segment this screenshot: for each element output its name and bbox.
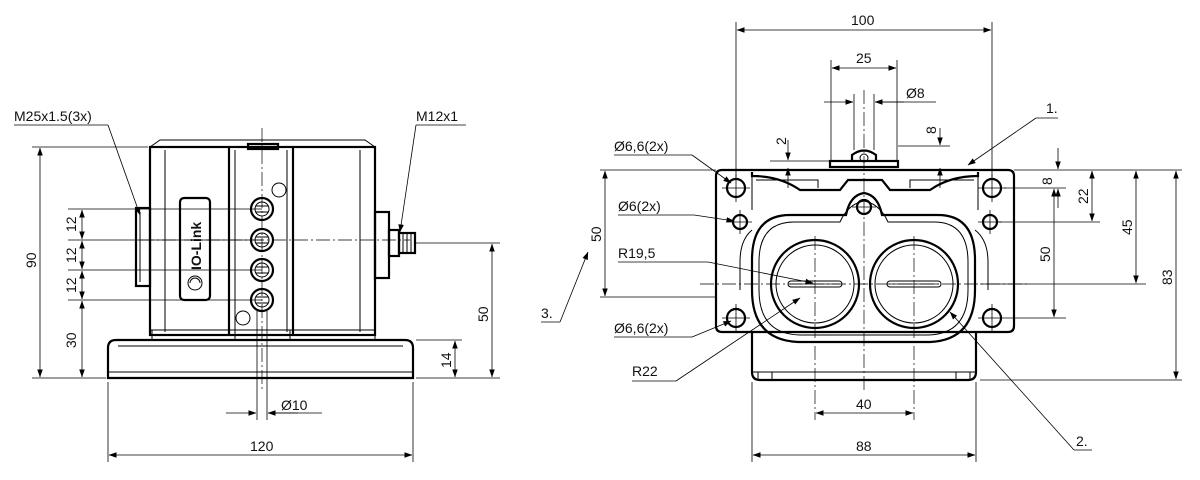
dim-port-pitch-1: 12 bbox=[63, 216, 79, 232]
mounting-holes bbox=[722, 174, 1006, 332]
callout-1: 1. bbox=[1046, 100, 1058, 116]
m12-connector bbox=[373, 210, 417, 280]
dim-total-width: 120 bbox=[250, 438, 274, 454]
dim-right-45: 45 bbox=[1119, 219, 1135, 235]
dim-connector-height: 50 bbox=[475, 306, 491, 322]
dim-pin-diameter: Ø8 bbox=[906, 85, 925, 101]
hole-top-right bbox=[978, 174, 1006, 202]
dim-radius-22: R22 bbox=[632, 363, 658, 379]
callout-3: 3. bbox=[541, 305, 553, 321]
dim-right-8: 8 bbox=[1039, 177, 1055, 185]
right-top-bar bbox=[750, 90, 980, 390]
dim-right-83: 83 bbox=[1159, 269, 1175, 285]
hole-bottom-left bbox=[722, 304, 750, 332]
dim-top-width: 100 bbox=[851, 12, 875, 28]
dim-port-pitch-3: 12 bbox=[63, 277, 79, 293]
dim-bottom-40: 40 bbox=[856, 396, 872, 412]
dim-radius-195: R19,5 bbox=[618, 245, 656, 261]
io-link-logo-text: IO-Link bbox=[188, 222, 204, 270]
label-thread-m12: M12x1 bbox=[416, 108, 458, 124]
dim-total-height: 90 bbox=[23, 252, 39, 268]
dim-base-to-port: 30 bbox=[63, 332, 79, 348]
dim-pin-offset-2: 2 bbox=[773, 137, 789, 145]
dim-bottom-88: 88 bbox=[856, 438, 872, 454]
hole-top-left bbox=[722, 174, 750, 202]
hole-bottom-right bbox=[978, 304, 1006, 332]
right-view: 100 25 Ø8 2 8 1. Ø6,6(2x) Ø6(2x) bbox=[541, 12, 1182, 462]
callout-2: 2. bbox=[1076, 433, 1088, 449]
hole-mid-left bbox=[728, 210, 752, 234]
dim-right-50: 50 bbox=[1037, 246, 1053, 262]
dim-pin-offset-8: 8 bbox=[923, 126, 939, 134]
dim-slot-width: 25 bbox=[856, 50, 872, 66]
io-link-logo: IO-Link bbox=[178, 196, 212, 302]
dim-right-22: 22 bbox=[1075, 188, 1091, 204]
dim-bore-diameter: Ø10 bbox=[281, 397, 308, 413]
hole-center-top bbox=[852, 198, 876, 216]
dim-hole-6: Ø6(2x) bbox=[618, 198, 661, 214]
dim-base-thickness: 14 bbox=[438, 352, 454, 368]
dim-hole-66-bottom: Ø6,6(2x) bbox=[614, 320, 668, 336]
dim-port-pitch-2: 12 bbox=[63, 247, 79, 263]
left-base-plate bbox=[106, 330, 415, 380]
left-side-gland bbox=[134, 206, 152, 288]
label-thread-m25: M25x1.5(3x) bbox=[14, 108, 92, 124]
seal-outline bbox=[739, 191, 989, 344]
left-view: IO-Link bbox=[14, 108, 500, 462]
dim-hole-66-top: Ø6,6(2x) bbox=[614, 138, 668, 154]
dim-left-height: 50 bbox=[588, 226, 604, 242]
